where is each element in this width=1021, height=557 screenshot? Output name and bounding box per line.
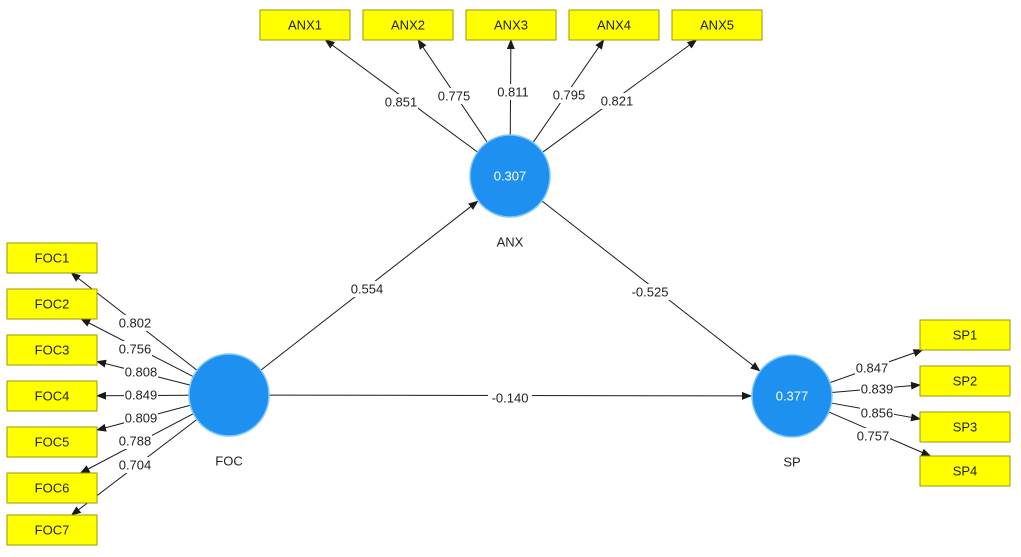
loading-value-foc2: 0.756 (119, 342, 152, 357)
indicator-box-sp4[interactable] (919, 455, 1011, 487)
loading-value-anx4: 0.795 (553, 88, 586, 103)
indicator-box-foc5[interactable] (6, 426, 98, 458)
indicator-label-sp3: SP3 (953, 420, 978, 435)
indicator-box-foc6[interactable] (6, 472, 98, 504)
path-coefficient-foc-sp: -0.140 (492, 391, 529, 406)
loading-value-sp4: 0.757 (857, 429, 890, 444)
loading-value-background (856, 428, 890, 444)
loading-value-background (118, 341, 152, 357)
loading-value-anx2: 0.775 (438, 89, 471, 104)
construct-name-sp: SP (783, 455, 800, 470)
loading-value-sp3: 0.856 (861, 406, 894, 421)
loading-value-foc7: 0.704 (119, 458, 152, 473)
loading-value-sp2: 0.839 (861, 382, 894, 397)
construct-circle-anx[interactable] (469, 134, 551, 218)
indicator-label-anx4: ANX4 (597, 18, 631, 33)
r-squared-anx: 0.307 (494, 169, 527, 184)
loading-value-background (496, 84, 530, 100)
indicator-label-sp4: SP4 (953, 464, 978, 479)
indicator-box-anx5[interactable] (671, 9, 763, 41)
indicator-label-anx5: ANX5 (700, 18, 734, 33)
indicator-label-sp2: SP2 (953, 374, 978, 389)
indicator-box-foc4[interactable] (6, 380, 98, 412)
r-squared-sp: 0.377 (776, 389, 809, 404)
loading-value-background (118, 457, 152, 473)
loading-value-background (124, 410, 158, 426)
indicator-label-foc6: FOC6 (35, 481, 70, 496)
indicator-box-foc7[interactable] (6, 514, 98, 546)
construct-circle-sp[interactable] (751, 354, 833, 438)
loading-value-background (124, 364, 158, 380)
loading-value-foc3: 0.808 (125, 365, 158, 380)
construct-name-anx: ANX (497, 235, 524, 250)
indicator-box-anx1[interactable] (259, 9, 351, 41)
indicator-box-sp1[interactable] (919, 319, 1011, 351)
indicator-box-anx3[interactable] (465, 9, 557, 41)
indicator-label-anx3: ANX3 (494, 18, 528, 33)
loading-value-background (855, 360, 889, 376)
loading-value-background (384, 94, 418, 110)
indicator-box-foc3[interactable] (6, 334, 98, 366)
construct-circle-foc[interactable] (188, 353, 270, 437)
loading-value-background (860, 405, 894, 421)
loading-value-anx5: 0.821 (601, 94, 634, 109)
indicator-label-foc4: FOC4 (35, 389, 70, 404)
loading-value-background (118, 433, 152, 449)
construct-name-foc: FOC (215, 454, 242, 469)
indicator-box-sp3[interactable] (919, 411, 1011, 443)
loading-value-anx1: 0.851 (385, 95, 418, 110)
path-coefficient-foc-anx: 0.554 (351, 282, 384, 297)
indicator-box-sp2[interactable] (919, 365, 1011, 397)
indicator-label-foc1: FOC1 (35, 251, 70, 266)
indicator-box-foc2[interactable] (6, 288, 98, 320)
indicator-label-foc7: FOC7 (35, 523, 70, 538)
indicator-label-anx1: ANX1 (288, 18, 322, 33)
path-coef-background (345, 281, 389, 297)
loading-value-anx3: 0.811 (497, 85, 529, 100)
indicator-label-foc3: FOC3 (35, 343, 70, 358)
loading-value-sp1: 0.847 (856, 361, 889, 376)
loading-value-foc1: 0.802 (119, 316, 152, 331)
indicator-box-anx2[interactable] (362, 9, 454, 41)
loading-value-background (437, 88, 471, 104)
path-coef-background (628, 284, 672, 300)
loading-value-background (600, 93, 634, 109)
path-coef-background (488, 390, 532, 406)
path-coefficient-anx-sp: -0.525 (632, 285, 669, 300)
loading-value-background (860, 381, 894, 397)
loading-value-background (552, 87, 586, 103)
indicator-box-foc1[interactable] (6, 242, 98, 274)
indicator-label-foc2: FOC2 (35, 297, 70, 312)
loading-value-background (124, 387, 158, 403)
indicator-box-anx4[interactable] (568, 9, 660, 41)
loading-value-foc5: 0.809 (125, 411, 158, 426)
indicator-label-anx2: ANX2 (391, 18, 425, 33)
indicator-label-sp1: SP1 (953, 328, 978, 343)
indicator-label-foc5: FOC5 (35, 435, 70, 450)
loading-value-background (118, 315, 152, 331)
loading-value-foc6: 0.788 (119, 434, 152, 449)
loading-value-foc4: 0.849 (125, 388, 158, 403)
